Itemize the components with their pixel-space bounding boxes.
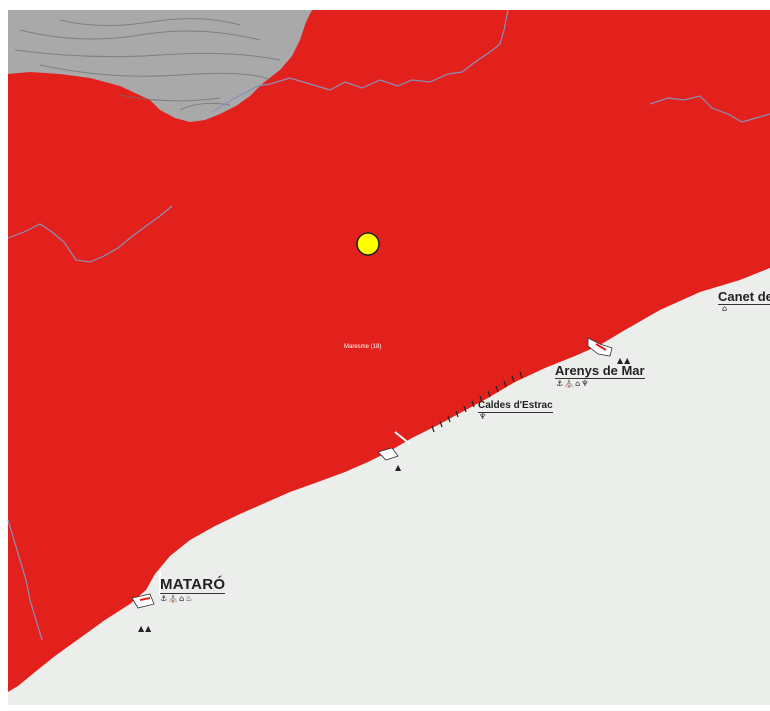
arenys-amenity-icons: ⚓⛪⌂♆ xyxy=(556,379,590,388)
town-label-canet[interactable]: Canet de xyxy=(718,290,770,305)
coastal-details xyxy=(131,337,613,609)
relief-area xyxy=(8,10,312,122)
location-marker-icon[interactable] xyxy=(356,232,380,256)
caldes-port-icons: ▲ xyxy=(395,463,403,472)
town-label-caldes[interactable]: Caldes d'Estrac xyxy=(478,400,553,413)
caldes-amenity-icons: ♆ xyxy=(479,412,488,421)
town-label-arenys[interactable]: Arenys de Mar xyxy=(555,363,645,379)
region-label: Maresme (18) xyxy=(344,344,382,350)
canet-amenity-icons: ⌂ xyxy=(722,304,729,313)
mataro-port-icons: ▲▲ xyxy=(138,624,153,633)
boundary-lines xyxy=(7,9,770,641)
relief-contours xyxy=(14,18,281,111)
town-label-mataro[interactable]: MATARÓ xyxy=(160,576,226,594)
arenys-port-icons: ▲▲ xyxy=(617,356,632,365)
highlighted-region[interactable] xyxy=(8,10,770,692)
mataro-amenity-icons: ⚓⛪⌂♨ xyxy=(160,594,194,603)
